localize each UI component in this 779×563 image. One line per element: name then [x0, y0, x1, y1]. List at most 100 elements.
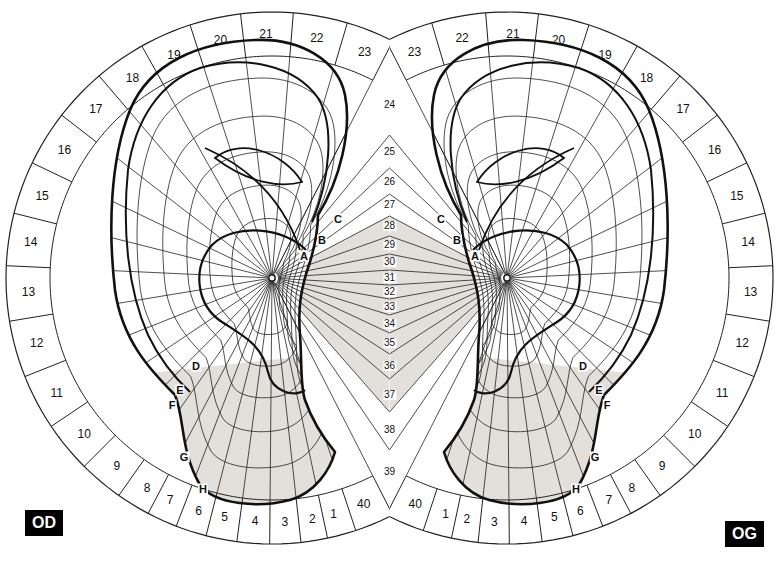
ear-og — [241, 12, 773, 544]
grid-ray — [169, 282, 271, 475]
ring-divider — [508, 500, 509, 544]
sector-number: 32 — [383, 287, 396, 297]
sector-line — [277, 282, 390, 379]
sector-line — [390, 282, 503, 379]
sector-number: 12 — [736, 337, 749, 349]
sector-number: 33 — [383, 302, 396, 312]
ring-divider — [119, 460, 144, 496]
ring-divider — [707, 163, 747, 182]
ring-divider — [390, 476, 407, 515]
sector-number: 29 — [383, 240, 396, 250]
ring-divider — [342, 489, 356, 531]
ring-divider — [373, 476, 390, 515]
sector-number: 16 — [58, 144, 71, 156]
grid-curve — [456, 116, 616, 432]
sector-line — [390, 270, 502, 278]
sector-number: 3 — [491, 516, 498, 528]
sector-number: 28 — [383, 221, 396, 231]
sector-line — [276, 135, 390, 273]
ring-divider — [190, 25, 204, 67]
sector-line — [390, 283, 504, 450]
ring-divider — [713, 360, 754, 376]
sector-number: 2 — [463, 513, 470, 525]
ring-divider — [14, 213, 57, 224]
sector-number: 25 — [383, 147, 396, 157]
ring-divider — [373, 41, 390, 80]
ring-divider — [486, 13, 490, 57]
ear-contour — [199, 230, 306, 393]
sector-number: 20 — [214, 34, 227, 46]
sector-number: 10 — [688, 428, 701, 440]
point-letter: E — [594, 385, 603, 396]
sector-number: 5 — [551, 511, 558, 523]
ring-divider — [726, 314, 769, 321]
ear-center — [269, 275, 275, 281]
ring-divider — [562, 493, 573, 536]
sector-number: 22 — [455, 32, 468, 44]
sector-number: 27 — [383, 200, 396, 210]
ring-divider — [451, 495, 460, 538]
sector-number: 7 — [606, 494, 613, 506]
point-letter: B — [452, 235, 462, 246]
sector-number: 21 — [506, 28, 519, 40]
point-letter: H — [198, 484, 208, 495]
grid-ray — [115, 281, 269, 435]
midline-rays — [275, 135, 389, 450]
grid-ray — [274, 282, 373, 476]
grid-ray — [511, 279, 713, 360]
sector-number: 19 — [598, 49, 611, 61]
sector-number: 34 — [383, 319, 396, 329]
ring-divider — [318, 495, 327, 538]
sector-number: 15 — [35, 190, 48, 202]
sector-number: 40 — [357, 498, 370, 510]
sector-number: 17 — [89, 103, 102, 115]
point-letter: C — [436, 214, 446, 225]
ring-divider — [390, 41, 407, 80]
ring-divider — [423, 489, 437, 531]
ring-divider — [478, 499, 483, 543]
grid-ray — [66, 279, 268, 360]
sector-line — [275, 283, 389, 450]
ear-grid — [406, 57, 729, 500]
sector-number: 6 — [577, 505, 584, 517]
sector-number: 11 — [51, 387, 63, 399]
sector-number: 14 — [24, 236, 37, 248]
sector-number: 38 — [383, 425, 396, 435]
grid-curve — [467, 152, 592, 398]
ring-outer — [6, 12, 390, 544]
ring-divider — [84, 435, 115, 466]
point-letter: D — [191, 361, 201, 372]
sector-number: 35 — [383, 338, 396, 348]
sector-number: 23 — [358, 46, 371, 58]
ring-divider — [432, 23, 444, 65]
sector-number: 3 — [281, 516, 288, 528]
sector-number: 31 — [383, 273, 396, 283]
sector-number: 26 — [383, 177, 396, 187]
number-ring — [6, 12, 390, 544]
sector-number: 22 — [310, 32, 323, 44]
grid-ray — [509, 282, 611, 475]
ring-inner — [50, 56, 373, 500]
sector-number: 13 — [22, 286, 35, 298]
sector-number: 16 — [708, 144, 721, 156]
ring-divider — [575, 25, 589, 67]
sector-number: 12 — [30, 337, 43, 349]
grid-curve — [478, 185, 570, 366]
ring-divider — [616, 46, 638, 84]
sector-line — [406, 283, 504, 475]
sector-number: 4 — [521, 515, 528, 527]
ear-contour — [111, 40, 347, 504]
grid-ray — [511, 268, 729, 278]
sector-line — [278, 270, 390, 278]
sector-number: 6 — [195, 505, 202, 517]
sector-line — [390, 216, 502, 275]
ring-outer — [390, 12, 774, 544]
sector-line — [390, 254, 502, 277]
sector-number: 17 — [676, 103, 689, 115]
sector-number: 2 — [309, 513, 316, 525]
sector-number: 5 — [221, 511, 228, 523]
ring-divider — [664, 435, 695, 466]
grid-ray — [508, 282, 537, 498]
ring-divider — [722, 213, 765, 224]
